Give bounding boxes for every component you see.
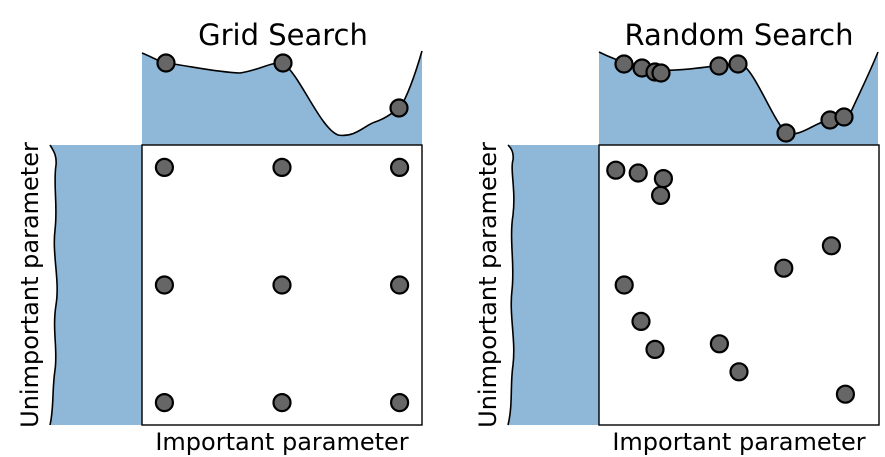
sample-point (653, 169, 674, 189)
panel-title: Grid Search (198, 18, 368, 52)
projected-top-point (273, 53, 293, 73)
projected-top-point (389, 98, 409, 118)
sample-point (272, 393, 292, 413)
projected-top-point (776, 123, 796, 143)
grid-search-panel: Grid Search Important parameter Unimport… (16, 18, 423, 456)
important-parameter-distribution (142, 51, 422, 145)
sample-point (154, 275, 174, 295)
sample-point (606, 160, 626, 180)
sample-point (631, 311, 651, 331)
sample-point (650, 185, 671, 205)
sample-point (709, 334, 730, 354)
projected-top-point (614, 54, 634, 74)
projected-top-point (156, 53, 176, 73)
unimportant-parameter-curve (507, 144, 515, 426)
x-axis-label: Important parameter (155, 428, 408, 456)
unimportant-parameter-distribution (50, 145, 142, 425)
unimportant-parameter-curve (49, 144, 58, 426)
sample-point (154, 157, 174, 177)
panel-title: Random Search (625, 18, 854, 52)
projected-top-point (834, 107, 854, 127)
sample-point (835, 384, 856, 404)
projected-top-point (709, 56, 729, 76)
sample-point (390, 157, 410, 177)
sample-point (774, 258, 794, 278)
projected-top-point (728, 54, 748, 74)
grid-sample-points (154, 157, 410, 413)
y-axis-label: Unimportant parameter (474, 142, 502, 428)
sample-point (272, 275, 292, 295)
y-axis-label: Unimportant parameter (16, 142, 44, 428)
unimportant-parameter-distribution (508, 145, 599, 425)
sample-point (390, 393, 410, 413)
sample-point (154, 393, 174, 413)
sample-point (614, 275, 634, 295)
sample-point (390, 275, 410, 295)
sample-point (628, 163, 648, 183)
sample-point (729, 362, 749, 382)
search-space-frame (598, 144, 880, 426)
sample-point (272, 157, 292, 177)
random-sample-points (606, 160, 856, 404)
sample-point (645, 339, 665, 359)
projected-top-point (651, 63, 671, 83)
x-axis-label: Important parameter (612, 428, 865, 456)
random-search-panel: Random Search Important parameter Unimpo… (474, 18, 880, 456)
sample-point (821, 236, 842, 256)
